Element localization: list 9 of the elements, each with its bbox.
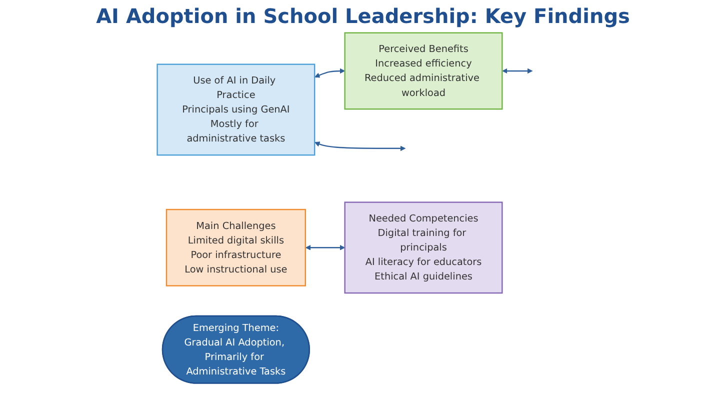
arrow: [314, 68, 346, 78]
node-box: Perceived Benefits Increased efficiency Reduced administrative workload: [344, 32, 503, 110]
arrow: [305, 244, 346, 250]
node-box: Needed Competencies Digital training for principals AI literacy for educators Ethical AI guidelines: [344, 202, 503, 294]
node-box: Use of AI in Daily Practice Principals using GenAI Mostly for administrative tasks: [156, 64, 316, 156]
arrow: [314, 142, 406, 152]
title: AI Adoption in School Leadership: Key Findings: [95, 4, 631, 28]
node-box: Main Challenges Limited digital skills Poor infrastructure Low instructional use: [166, 208, 306, 286]
arrow: [502, 68, 533, 74]
